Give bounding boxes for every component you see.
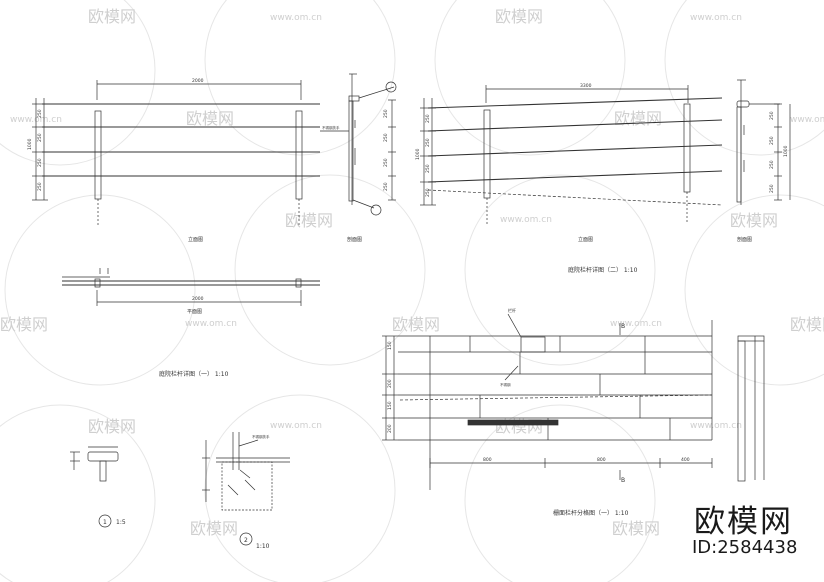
dim-seg: 250	[769, 111, 775, 120]
elevation-label: 立面图	[578, 236, 593, 243]
note-b: B	[621, 323, 625, 330]
dim-w: 800	[597, 457, 606, 463]
sheet3-strip	[737, 335, 765, 482]
dim-w: 800	[483, 457, 492, 463]
wm-brand: 欧模网	[614, 109, 662, 128]
detail2	[202, 432, 290, 546]
note-a: 栏杆	[508, 307, 516, 313]
dim-seg: 250	[383, 109, 389, 118]
sheet3-title: 栅面栏杆分格图（一） 1:10	[553, 509, 629, 517]
sheet2-elevation	[420, 85, 723, 225]
dim-seg: 250	[383, 158, 389, 167]
wm-brand: 欧模网	[612, 519, 660, 538]
wm-brand: 欧模网	[392, 315, 440, 334]
wm-brand: 欧模网	[190, 519, 238, 538]
dim-seg: 250	[37, 133, 43, 142]
wm-url: www.om.cn	[690, 421, 742, 431]
dim-seg: 250	[37, 109, 43, 118]
sheet3-grid	[382, 313, 713, 490]
sheet2-title: 庭院栏杆详图（二） 1:10	[568, 266, 638, 274]
wm-brand: 欧模网	[88, 7, 136, 26]
wm-url: www.om.cn	[185, 319, 237, 329]
wm-brand: 欧模网	[186, 109, 234, 128]
wm-brand: 欧模网	[285, 211, 333, 230]
watermark-brand: 欧模网	[694, 504, 793, 540]
dim-seg: 250	[425, 188, 431, 197]
section-label: 剖面图	[737, 236, 752, 243]
dim-height: 1000	[415, 148, 421, 160]
watermark-texts: 欧模网 www.om.cn 欧模网 www.om.cn www.om.cn 欧模…	[0, 7, 824, 538]
sheet1-plan	[62, 268, 320, 306]
sheet2-section	[736, 79, 791, 205]
wm-url: www.om.cn	[690, 13, 742, 23]
dim-plan-span: 2000	[192, 296, 204, 302]
detail1-text: 1 1:5	[103, 519, 126, 526]
section-note: 不锈钢扶手	[322, 125, 340, 130]
wm-url: www.om.cn	[270, 13, 322, 23]
note-b: B	[621, 477, 625, 484]
wm-brand: 欧模网	[495, 7, 543, 26]
wm-brand: 欧模网	[790, 315, 824, 334]
detail1-num: 1	[103, 519, 107, 526]
dim-span: 3300	[580, 83, 592, 89]
dim-w: 400	[681, 457, 690, 463]
wm-brand: 欧模网	[0, 315, 48, 334]
dim-height: 1000	[27, 138, 33, 150]
sheet1-elevation-text: 2000 1000 250 250 250 250 立面图	[27, 78, 204, 243]
sheet1-section	[320, 73, 397, 216]
dim-h: 150	[387, 341, 393, 350]
dim-seg: 250	[425, 138, 431, 147]
detail1	[70, 446, 119, 528]
dim-seg: 250	[425, 164, 431, 173]
note-c: 不锈钢	[500, 382, 511, 387]
watermark-id: ID:2584438	[692, 537, 798, 558]
sheet1-elevation	[32, 80, 320, 225]
plan-label: 平面图	[187, 309, 202, 315]
wm-url: www.om.cn	[500, 215, 552, 225]
dim-seg: 250	[383, 182, 389, 191]
sheet2-elevation-text: 3300 1000 250 250 250 250 立面图	[415, 83, 593, 243]
dim-span: 2000	[192, 78, 204, 84]
dim-h: 200	[387, 379, 393, 388]
wm-brand: 欧模网	[730, 211, 778, 230]
sheet1-section-text: 不锈钢扶手 剖面图 250 250 250 250	[322, 109, 389, 243]
elevation-label: 立面图	[188, 236, 203, 243]
detail2-text: 不锈钢扶手 2 1:10	[244, 434, 270, 550]
dim-h: 150	[387, 401, 393, 410]
dim-h: 200	[387, 424, 393, 433]
wm-url: www.om.cn	[610, 319, 662, 329]
sheet1-plan-text: 2000 平面图 庭院栏杆详图（一） 1:10	[159, 296, 229, 378]
wm-url: www.om.cn	[790, 115, 824, 125]
detail2-num: 2	[244, 537, 248, 544]
detail1-scale: 1:5	[116, 519, 126, 526]
dim-seg: 250	[769, 184, 775, 193]
dim-height: 1000	[783, 145, 789, 157]
dim-seg: 250	[425, 114, 431, 123]
dim-seg: 250	[769, 160, 775, 169]
dim-seg: 250	[37, 158, 43, 167]
sheet1-title: 庭院栏杆详图（一） 1:10	[159, 370, 229, 378]
dim-seg: 250	[383, 133, 389, 142]
wm-brand: 欧模网	[88, 417, 136, 436]
detail2-note: 不锈钢扶手	[252, 434, 270, 439]
section-label: 剖面图	[347, 236, 362, 243]
detail2-scale: 1:10	[256, 543, 270, 550]
dim-seg: 250	[37, 182, 43, 191]
dim-seg: 250	[769, 136, 775, 145]
wm-url: www.om.cn	[270, 421, 322, 431]
sheet3-text: 800 800 400 150 200 150 200 栏杆 B B 不锈钢 栅…	[387, 307, 690, 517]
sheet2-section-text: 剖面图 250 250 250 250 1000 庭院栏杆详图（二） 1:10	[568, 111, 789, 274]
